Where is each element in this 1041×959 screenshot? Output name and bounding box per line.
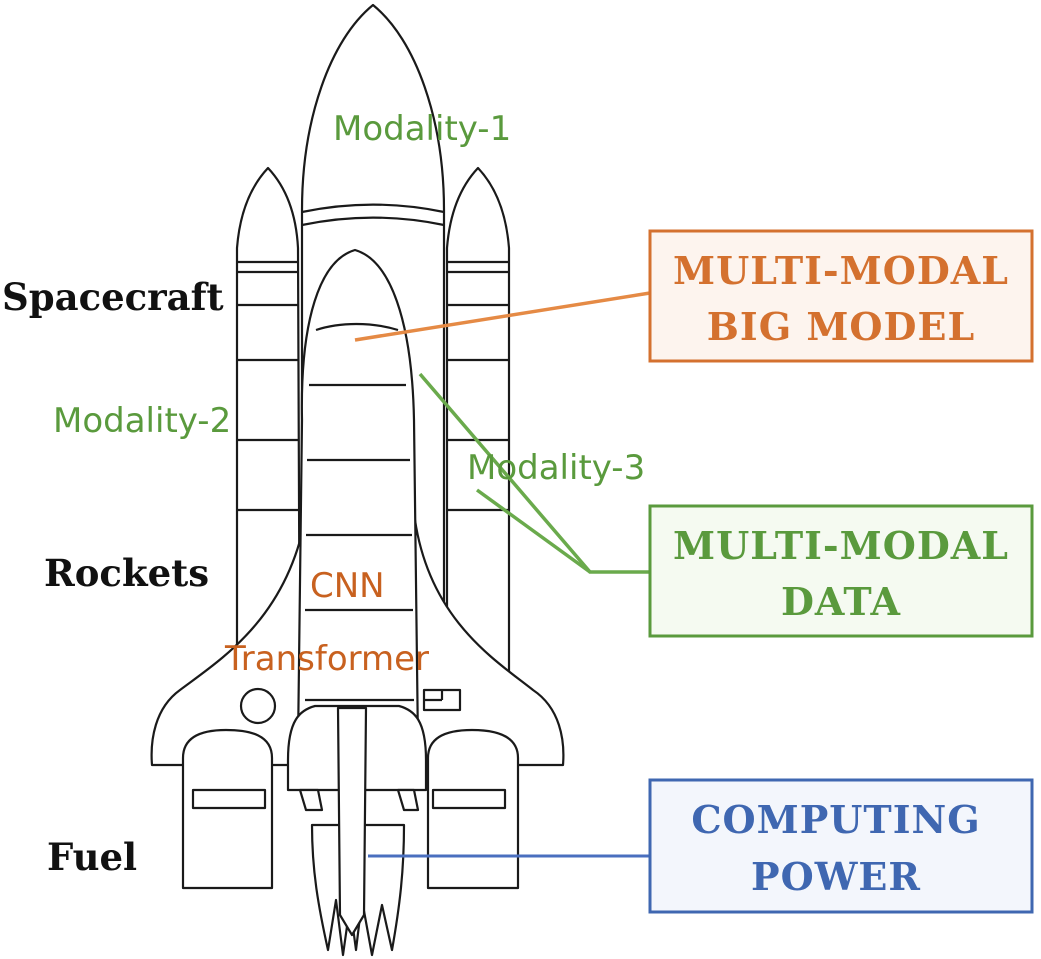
box-data-line2: DATA bbox=[781, 579, 901, 624]
label-cnn: CNN bbox=[310, 566, 385, 606]
orbiter-engines bbox=[286, 704, 428, 957]
connector-data bbox=[418, 372, 650, 574]
box-data: MULTI-MODAL DATA bbox=[648, 504, 1034, 638]
right-booster bbox=[445, 166, 511, 747]
box-computing-line1: COMPUTING bbox=[691, 797, 980, 842]
wing-circle bbox=[239, 687, 277, 725]
wing-panel bbox=[422, 688, 462, 712]
box-computing-frame bbox=[648, 778, 1034, 914]
box-big-model-line1: MULTI-MODAL bbox=[673, 248, 1009, 293]
box-big-model-frame bbox=[648, 229, 1034, 363]
box-big-model: MULTI-MODAL BIG MODEL bbox=[648, 229, 1034, 363]
label-spacecraft: Spacecraft bbox=[2, 275, 224, 319]
left-booster-nozzle bbox=[181, 728, 274, 890]
orbiter-body bbox=[296, 248, 420, 747]
box-data-frame bbox=[648, 504, 1034, 638]
label-rockets: Rockets bbox=[44, 551, 209, 595]
box-big-model-line2: BIG MODEL bbox=[707, 304, 975, 349]
label-transformer: Transformer bbox=[224, 639, 429, 679]
box-computing: COMPUTING POWER bbox=[648, 778, 1034, 914]
right-booster-nozzle bbox=[426, 728, 520, 890]
label-modality-1: Modality-1 bbox=[333, 109, 511, 149]
connector-big-model bbox=[354, 291, 651, 342]
label-modality-2: Modality-2 bbox=[53, 401, 231, 441]
label-fuel: Fuel bbox=[47, 835, 137, 879]
label-modality-3: Modality-3 bbox=[467, 448, 645, 488]
box-computing-line2: POWER bbox=[751, 854, 921, 899]
box-data-line1: MULTI-MODAL bbox=[673, 523, 1009, 568]
